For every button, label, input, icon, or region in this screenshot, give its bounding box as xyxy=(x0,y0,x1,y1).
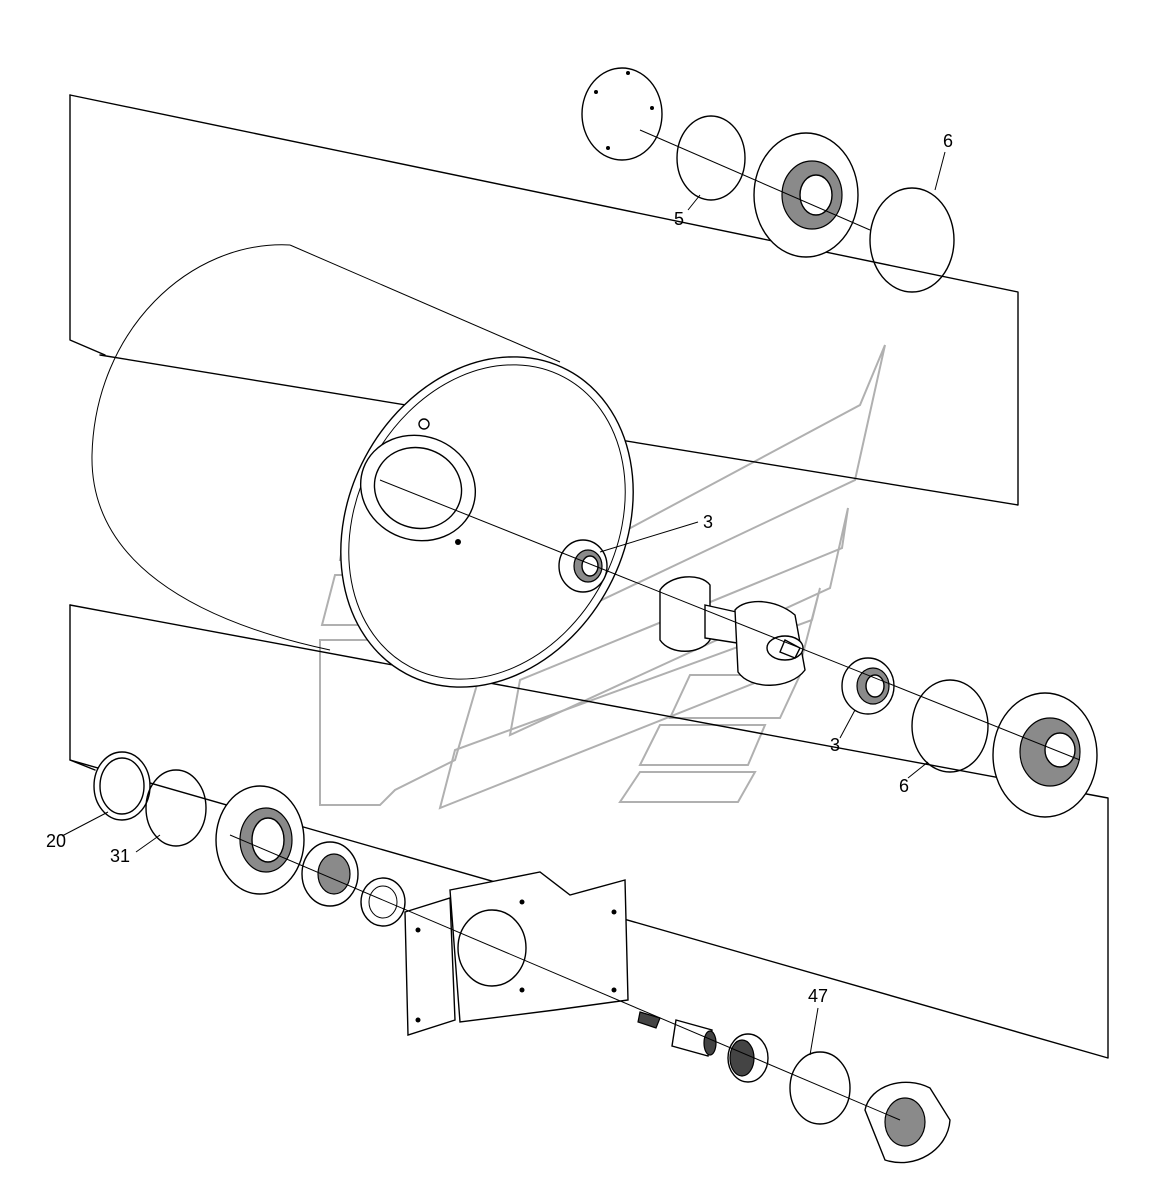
right-hub xyxy=(992,692,1098,818)
spring xyxy=(637,1011,661,1029)
cover-plate xyxy=(581,67,663,161)
assembly-axes xyxy=(229,129,1081,1121)
coupling-sleeve xyxy=(671,1019,717,1057)
o-ring-6-upper xyxy=(869,187,955,293)
mounting-bracket xyxy=(404,871,629,1036)
callout-5: 5 xyxy=(674,209,684,229)
upper-hub xyxy=(753,132,859,258)
lower-frame-left xyxy=(69,604,96,771)
callout-labels: 6 5 3 3 6 20 31 47 xyxy=(46,131,953,1006)
callout-20: 20 xyxy=(46,831,66,851)
callout-3-upper: 3 xyxy=(703,512,713,532)
callout-6-lower: 6 xyxy=(899,776,909,796)
drum-end-plate xyxy=(340,356,634,688)
bearing-3-upper xyxy=(558,539,608,593)
o-ring-47 xyxy=(789,1051,851,1125)
bearing-3-lower xyxy=(841,657,895,715)
callout-47: 47 xyxy=(808,986,828,1006)
end-cap xyxy=(864,1081,951,1164)
lower-bearing xyxy=(301,841,359,907)
callout-6-upper: 6 xyxy=(943,131,953,151)
gear xyxy=(727,1033,769,1083)
o-ring-5 xyxy=(676,115,746,201)
leader-lines xyxy=(61,151,946,1056)
lower-hub xyxy=(215,785,305,895)
drum-shell xyxy=(91,244,331,651)
drum xyxy=(91,244,634,688)
ring-20 xyxy=(93,751,151,821)
ring-31 xyxy=(145,769,207,847)
callout-3-lower: 3 xyxy=(830,735,840,755)
upper-frame-left xyxy=(69,94,106,356)
lower-seal xyxy=(360,877,406,927)
o-ring-6-lower xyxy=(911,679,989,773)
callout-31: 31 xyxy=(110,846,130,866)
